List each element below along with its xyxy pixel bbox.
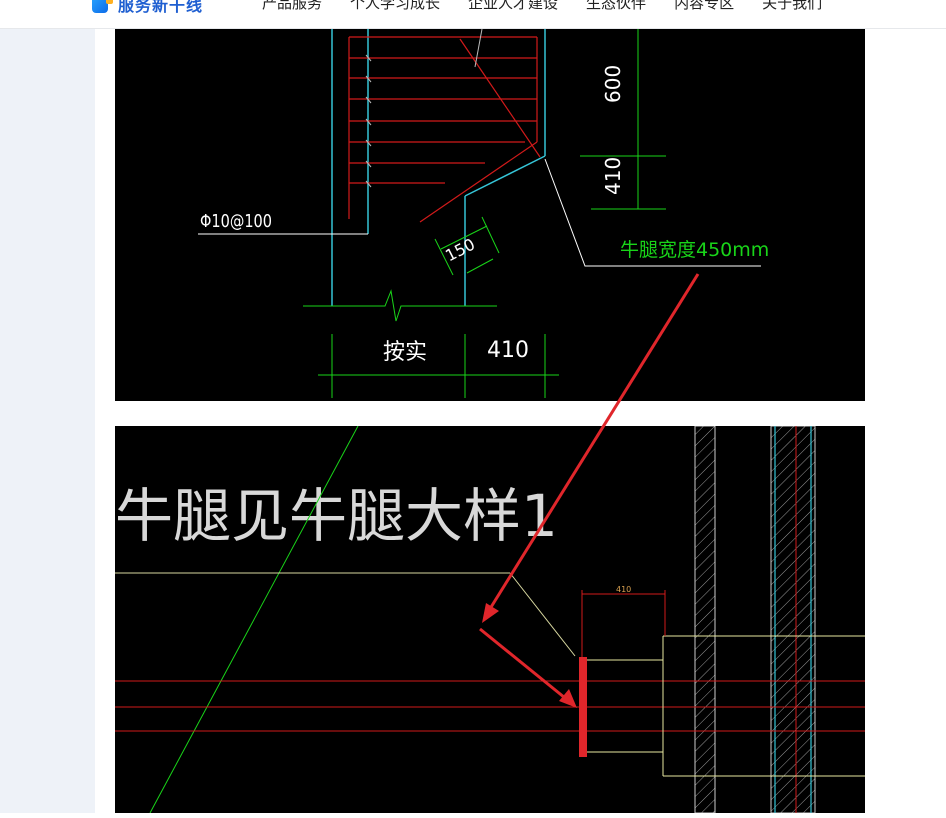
drawing-title-note: 牛腿见牛腿大样1 bbox=[115, 482, 558, 550]
nav-item-personal-growth[interactable]: 个人学习成长 bbox=[350, 0, 441, 12]
top-navigation-bar: 服务新干线 产品服务 个人学习成长 企业人才建设 生态伙伴 内容专区 关于我们 bbox=[0, 0, 946, 29]
stirrup-ticks bbox=[365, 28, 483, 188]
highlight-bar bbox=[579, 657, 587, 757]
cad-drawing-corbel-section: Φ10@100 150 600 410 牛腿宽度450mm 按实 4 bbox=[115, 28, 865, 401]
dim-410-bottom-text: 410 bbox=[487, 338, 529, 363]
dim-600-text: 600 bbox=[601, 65, 625, 103]
site-logo[interactable]: 服务新干线 bbox=[92, 0, 203, 16]
nav-item-content[interactable]: 内容专区 bbox=[674, 0, 735, 12]
wall-hatch-right bbox=[770, 425, 816, 814]
dim-150-lines bbox=[434, 216, 500, 276]
dim-as-built-text: 按实 bbox=[383, 340, 427, 365]
dim-410-text: 410 bbox=[616, 585, 631, 594]
logo-text: 服务新干线 bbox=[118, 0, 204, 15]
corbel-width-note: 牛腿宽度450mm bbox=[620, 239, 769, 261]
rebar-spec-label: Φ10@100 bbox=[200, 211, 272, 232]
nav-item-products[interactable]: 产品服务 bbox=[262, 0, 323, 12]
rebar-group bbox=[348, 36, 541, 223]
cad-drawing-1-canvas: Φ10@100 150 600 410 牛腿宽度450mm 按实 4 bbox=[198, 28, 769, 398]
cad-drawing-2-canvas: 牛腿见牛腿大样1 410 bbox=[115, 425, 865, 814]
logo-icon bbox=[92, 0, 113, 13]
dim-410-lines bbox=[581, 590, 666, 661]
nav-item-partners[interactable]: 生态伙伴 bbox=[586, 0, 647, 12]
wall-hatch-left bbox=[694, 425, 716, 814]
dim-150-text: 150 bbox=[442, 235, 478, 266]
left-sidebar bbox=[0, 29, 95, 813]
dim-410-right-text: 410 bbox=[601, 157, 625, 195]
corbel-outline bbox=[583, 635, 865, 777]
cad-drawing-corbel-plan: 牛腿见牛腿大样1 410 bbox=[115, 425, 865, 814]
main-nav: 产品服务 个人学习成长 企业人才建设 生态伙伴 内容专区 关于我们 bbox=[248, 0, 836, 16]
dim-right-lines bbox=[580, 29, 666, 210]
nav-item-about[interactable]: 关于我们 bbox=[762, 0, 823, 12]
nav-item-talent-building[interactable]: 企业人才建设 bbox=[468, 0, 559, 12]
